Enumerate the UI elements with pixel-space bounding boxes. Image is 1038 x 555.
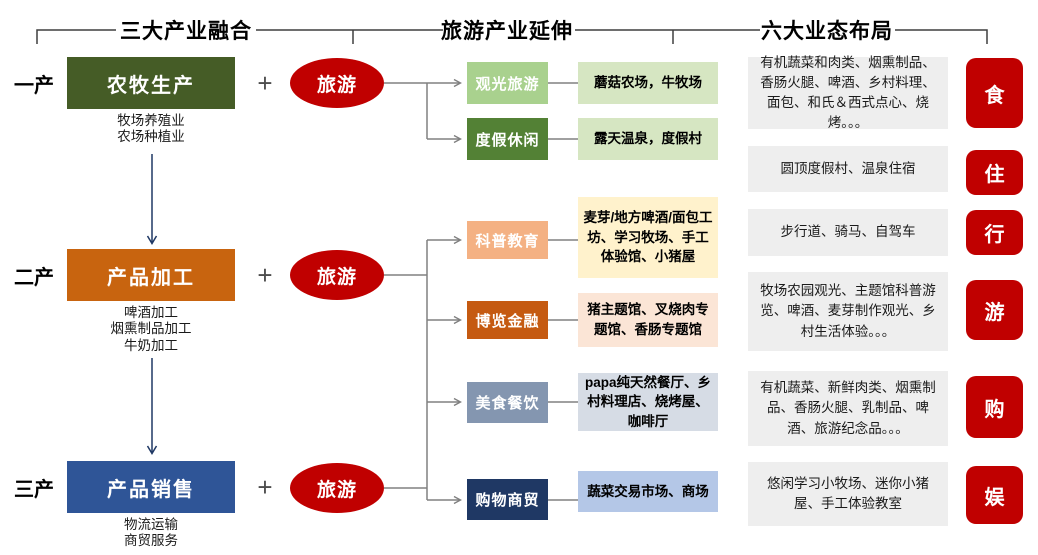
plus-sign: + [257, 471, 273, 502]
tier-label-tertiary: 三产 [14, 478, 54, 501]
layout-tag-stay: 住 [966, 150, 1023, 195]
sub-item: 牛奶加工 [124, 337, 178, 353]
sub-item: 物流运输 [124, 517, 178, 532]
tourism-ellipse-3: 旅游 [290, 463, 384, 513]
category-food-dining: 美食餐饮 [467, 382, 548, 423]
industry-box-agriculture: 农牧生产 [67, 57, 235, 109]
plus-sign: + [257, 67, 273, 98]
category-shopping-commerce: 购物商贸 [467, 479, 548, 520]
header-business-layout: 六大业态布局 [761, 20, 893, 43]
category-science-education: 科普教育 [467, 221, 548, 259]
industry-box-sales: 产品销售 [67, 461, 235, 513]
industry-sub-list: 牧场养殖业 农场种植业 [67, 113, 235, 146]
layout-desc-tour: 牧场农园观光、主题馆科普游览、啤酒、麦芽制作观光、乡村生活体验。。。 [748, 272, 948, 351]
examples-shopping-commerce: 蔬菜交易市场、商场 [578, 471, 718, 512]
examples-food-dining: papa纯天然餐厅、乡村料理店、烧烤屋、咖啡厅 [578, 373, 718, 431]
layout-tag-entertain: 娱 [966, 466, 1023, 524]
examples-science-education: 麦芽/地方啤酒/面包工坊、学习牧场、手工体验馆、小猪屋 [578, 197, 718, 278]
tourism-branch-lines [384, 78, 578, 505]
layout-desc-travel: 步行道、骑马、自驾车 [748, 209, 948, 256]
header-industry-fusion: 三大产业融合 [120, 20, 252, 43]
examples-expo-finance: 猪主题馆、叉烧肉专题馆、香肠专题馆 [578, 293, 718, 347]
layout-tag-shop: 购 [966, 376, 1023, 438]
examples-sightseeing: 蘑菇农场，牛牧场 [578, 62, 718, 104]
tourism-ellipse-1: 旅游 [290, 58, 384, 108]
industry-sub-list: 物流运输 商贸服务 [67, 517, 235, 550]
layout-tag-food: 食 [966, 58, 1023, 128]
sub-item: 商贸服务 [124, 533, 178, 549]
category-expo-finance: 博览金融 [467, 301, 548, 339]
category-sightseeing: 观光旅游 [467, 62, 548, 104]
header-tourism-extension: 旅游产业延伸 [441, 20, 573, 43]
tier-label-primary: 一产 [14, 74, 54, 97]
tier-label-secondary: 二产 [14, 266, 54, 289]
sub-item: 烟熏制品加工 [110, 321, 192, 337]
industry-sub-list: 啤酒加工 烟熏制品加工 牛奶加工 [67, 305, 235, 354]
sub-item: 啤酒加工 [124, 305, 178, 320]
layout-desc-entertain: 悠闲学习小牧场、迷你小猪屋、手工体验教室 [748, 462, 948, 526]
layout-desc-stay: 圆顶度假村、温泉住宿 [748, 146, 948, 192]
layout-tag-travel: 行 [966, 210, 1023, 255]
layout-desc-shop: 有机蔬菜、新鲜肉类、烟熏制品、香肠火腿、乳制品、啤酒、旅游纪念品。。。 [748, 371, 948, 446]
layout-tag-tour: 游 [966, 280, 1023, 340]
plus-sign: + [257, 259, 273, 290]
sub-item: 牧场养殖业 [117, 113, 185, 128]
sub-item: 农场种植业 [117, 129, 185, 145]
examples-resort-leisure: 露天温泉，度假村 [578, 118, 718, 160]
category-resort-leisure: 度假休闲 [467, 118, 548, 160]
industry-box-processing: 产品加工 [67, 249, 235, 301]
tourism-ellipse-2: 旅游 [290, 250, 384, 300]
layout-desc-food: 有机蔬菜和肉类、烟熏制品、香肠火腿、啤酒、乡村料理、面包、和氏＆西式点心、烧烤。… [748, 55, 948, 130]
header-bracket [36, 29, 988, 44]
